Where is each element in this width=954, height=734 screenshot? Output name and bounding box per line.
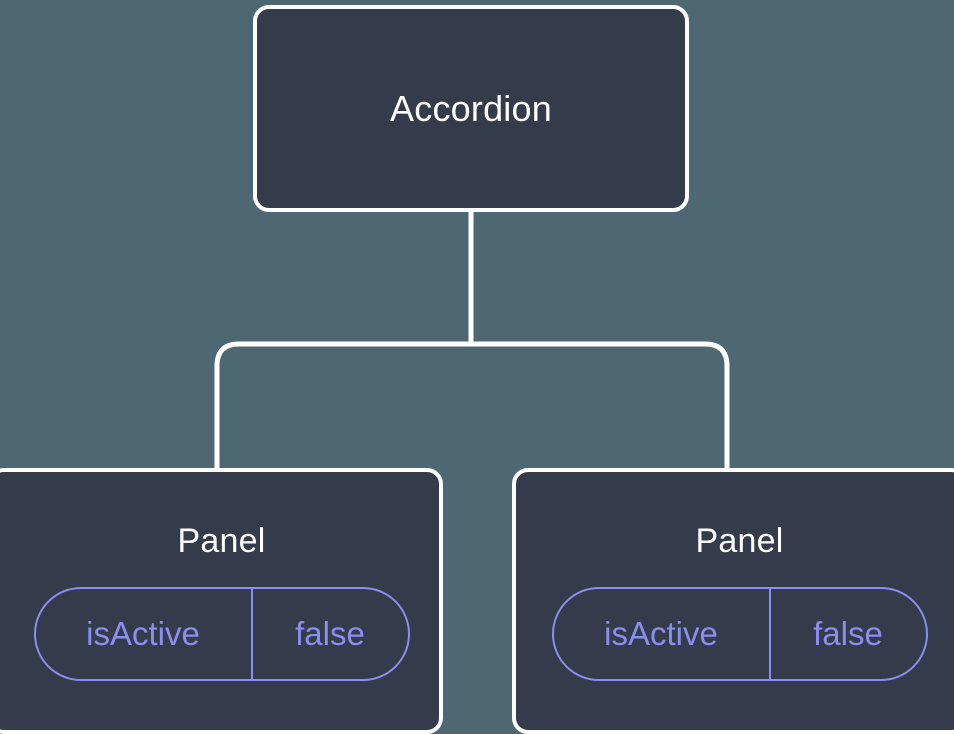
node-panel-right-label: Panel xyxy=(695,522,784,560)
node-panel-left-label: Panel xyxy=(177,522,266,560)
node-panel-right[interactable]: Panel isActive false xyxy=(512,468,954,734)
state-key-right: isActive xyxy=(554,589,771,679)
node-accordion-label: Accordion xyxy=(390,87,552,129)
node-panel-left[interactable]: Panel isActive false xyxy=(0,468,443,734)
state-value-left: false xyxy=(295,615,365,652)
state-badge-left[interactable]: isActive false xyxy=(33,587,410,681)
state-key-left: isActive xyxy=(36,589,253,679)
state-badge-right[interactable]: isActive false xyxy=(551,587,928,681)
node-accordion[interactable]: Accordion xyxy=(253,5,689,212)
state-value-right: false xyxy=(813,615,883,652)
node-panel-right-content: Panel isActive false xyxy=(518,522,954,681)
node-panel-left-content: Panel isActive false xyxy=(0,522,443,681)
edge-to-panel-left xyxy=(214,341,471,468)
edge-to-panel-right xyxy=(471,341,730,468)
